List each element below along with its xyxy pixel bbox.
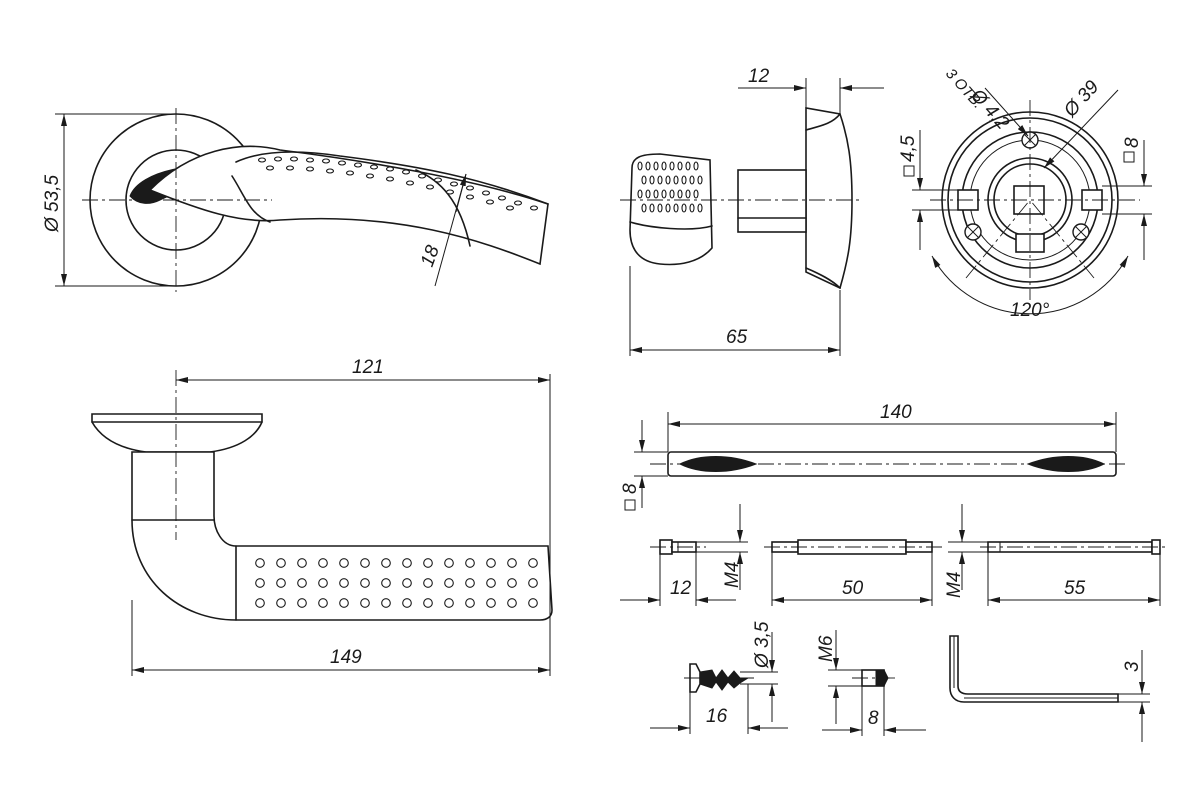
sleeve-length-label: 50 — [842, 578, 864, 599]
spindle-part: 140 8 — [620, 402, 1128, 511]
spindle-length-label: 140 — [880, 402, 912, 423]
screw-diameter-label: Ø 3,5 — [752, 621, 773, 669]
front-view: Ø 53,5 18 — [42, 108, 549, 292]
long-bolt-part: M4 55 — [944, 504, 1168, 606]
square-left-label: 4,5 — [898, 135, 919, 162]
grub-screw-part: M6 8 — [816, 630, 926, 736]
spindle-square-label: 8 — [620, 483, 641, 494]
grub-screw-length-label: 8 — [868, 708, 879, 729]
side-view: 12 65 — [620, 66, 884, 356]
angle-label: 120° — [1010, 300, 1050, 321]
rosette-side — [805, 107, 853, 290]
top-view: 121 149 — [91, 357, 553, 676]
screw-length-label: 16 — [706, 706, 728, 727]
short-bolt-part: 12 M4 — [620, 504, 748, 606]
long-bolt-thread-label: M4 — [944, 572, 965, 598]
handle-lever-front — [148, 145, 549, 266]
rosette-top — [91, 413, 263, 453]
side-dot-pattern — [637, 161, 703, 213]
wood-screw-part: Ø 3,5 16 — [650, 621, 788, 734]
handle-stem-side — [737, 169, 807, 233]
sleeve-part: 50 — [764, 539, 942, 606]
screw-thread — [699, 669, 750, 691]
mount-diameter-label: Ø 39 — [1059, 76, 1103, 122]
grub-screw-thread-label: M6 — [816, 635, 837, 662]
hex-key-body — [949, 635, 1119, 703]
hex-key-part: 3 — [949, 635, 1150, 742]
short-bolt-length-label: 12 — [670, 578, 692, 599]
rosette-diameter-label: Ø 53,5 — [42, 175, 63, 233]
projection-label: 65 — [726, 327, 748, 348]
rosette-thickness-label: 12 — [748, 66, 770, 87]
handle-dot-pattern-front — [257, 156, 539, 211]
handle-lever-top — [131, 451, 553, 621]
hex-key-size-label: 3 — [1122, 661, 1143, 672]
rosette-back-view: Ø 4,2 3 ОТВ. Ø 39 4,5 8 120° — [898, 65, 1152, 321]
long-bolt-length-label: 55 — [1064, 578, 1086, 599]
total-length-label: 149 — [330, 647, 362, 668]
short-bolt-thread-label: M4 — [722, 562, 743, 588]
top-dot-grid — [255, 558, 538, 608]
square-right-label: 8 — [1122, 137, 1143, 148]
handle-width-label: 18 — [417, 242, 444, 269]
handle-reach-label: 121 — [352, 357, 384, 378]
